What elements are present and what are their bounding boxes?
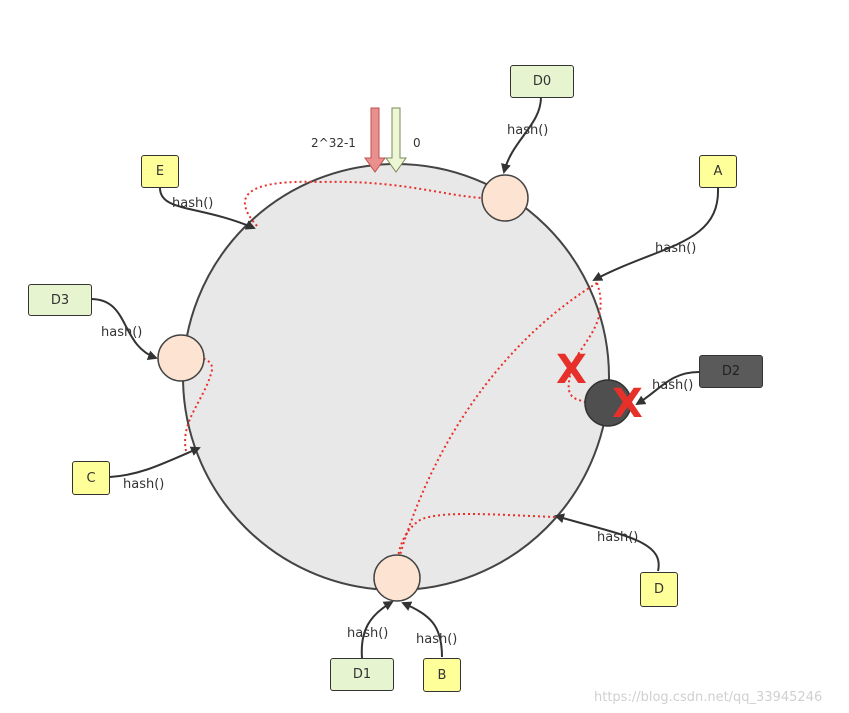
key-box-a: A [699,155,737,188]
hash-label-d2: hash() [652,378,694,393]
hash-ring [182,163,610,591]
server-box-d2: D2 [699,355,763,388]
arrow-zero-value [385,107,407,173]
server-box-d3: D3 [28,284,92,316]
arrow-d-hash [554,513,660,572]
mapping-line-c-to-d3 [184,357,214,452]
arrow-max-value [364,107,386,173]
arrow-b-hash [401,601,443,658]
key-box-d: D [640,572,678,607]
hash-label-d3: hash() [101,325,143,340]
arrow-a-hash [592,187,720,281]
hash-label-d: hash() [597,530,639,545]
key-box-c: C [72,461,110,495]
mapping-line-a-to-d2 [567,282,602,403]
hash-label-b: hash() [416,632,458,647]
mapping-line-d-to-d1 [397,513,556,558]
ring-origin-arrows [364,107,407,173]
watermark-text: https://blog.csdn.net/qq_33945246 [594,690,823,705]
hash-label-d0: hash() [507,123,549,138]
arrow-d0-hash [501,96,542,174]
ring-zero-label: 0 [413,136,421,150]
server-box-d0: D0 [510,65,574,98]
arrow-c-hash [109,446,201,478]
removed-marker-node: X [612,381,643,427]
arrow-d2-hash [635,371,700,406]
node-d3 [157,334,205,382]
arrow-e-hash [159,187,256,230]
hash-label-a: hash() [655,241,697,256]
node-d1 [373,554,421,602]
hash-arrows [91,96,720,659]
server-box-d1: D1 [330,658,394,691]
hash-label-e: hash() [172,196,214,211]
mapping-lines [184,180,602,558]
key-box-e: E [141,155,179,188]
ring-max-label: 2^32-1 [311,136,356,150]
key-box-b: B [423,658,461,692]
node-d2-removed [584,379,632,427]
mapping-line-a-to-d1 [399,282,598,556]
arrow-d3-hash [91,298,158,360]
node-d0 [481,174,529,222]
arrow-d1-hash [360,600,394,659]
removed-marker-line: X [556,347,587,393]
mapping-line-e-to-d0 [244,180,483,227]
hash-label-c: hash() [123,477,165,492]
hash-label-d1: hash() [347,626,389,641]
